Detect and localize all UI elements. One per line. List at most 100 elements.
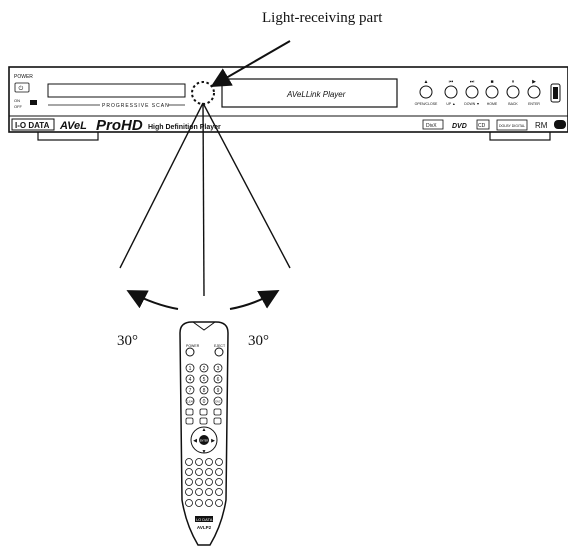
open-close-symbol: ▲: [424, 79, 429, 85]
remote-power-button: [185, 347, 195, 357]
remote-key-5-label: 5: [203, 377, 206, 383]
remote-key-0-label: 0: [203, 399, 206, 405]
remote-transport-key: [205, 458, 213, 466]
light-receiving-part-label: Light-receiving part: [262, 10, 383, 26]
remote-dpad-left-icon: ◀: [193, 438, 197, 444]
remote-key-3: [213, 363, 223, 373]
disc-tray: [47, 83, 186, 98]
remote-key-7: [185, 385, 195, 395]
remote-model-label: AVLP2: [197, 525, 212, 530]
remote-transport-key: [215, 458, 223, 466]
remote-fn-key: [213, 417, 222, 425]
down-button: ⏭ DOWN ▼: [464, 79, 480, 106]
open-close-button: ▲ OPEN/CLOSE: [415, 79, 438, 106]
avel-logo: AVeL: [59, 120, 87, 132]
remote-transport-key: [195, 478, 203, 486]
remote-function-keys: [185, 408, 222, 425]
back-symbol: ⏸: [512, 79, 515, 85]
divx-logo-box: [422, 119, 444, 130]
remote-fn-key: [199, 408, 208, 416]
power-switch-icon: [30, 100, 37, 105]
remote-transport-key: [185, 458, 193, 466]
divx-logo: DivX: [426, 123, 437, 129]
remote-fn-key: [199, 417, 208, 425]
remote-transport-key: [185, 488, 193, 496]
enter-label: ENTER: [528, 102, 540, 106]
home-circle: [485, 85, 499, 99]
remote-dpad-down-icon: ▼: [202, 449, 207, 455]
angle-line-center: [202, 102, 205, 297]
remote-number-pad: 1 2 3 4 5 6 7 8 9 CLEAR 0: [185, 363, 223, 406]
remote-transport-key: [185, 478, 193, 486]
remote-transport-key: [205, 478, 213, 486]
remote-key-0: [199, 396, 209, 406]
remote-transport-key: [215, 468, 223, 476]
remote-transport-key: [215, 499, 223, 507]
cd-logo: CD: [478, 123, 486, 129]
angle-line-right: [202, 102, 291, 269]
remote-brand-badge: [195, 516, 213, 522]
remote-key-5: [199, 374, 209, 384]
remote-key-4: [185, 374, 195, 384]
remote-key-8: [199, 385, 209, 395]
angle-right-label: 30°: [248, 333, 269, 349]
remote-transport-key: [195, 488, 203, 496]
format-logos: DivX DVD CD DOLBY DIGITAL RM: [422, 119, 566, 131]
remote-transport-key: [195, 499, 203, 507]
back-circle: [506, 85, 520, 99]
remote-power-label: POWER: [186, 344, 200, 348]
down-circle: [465, 85, 479, 99]
remote-eject-label: EJECT: [214, 344, 226, 348]
remote-key-clear: [185, 396, 195, 406]
player-control-buttons: ▲ OPEN/CLOSE ⏮ UP ▲ ⏭ DOWN ▼ ■ H: [415, 79, 541, 106]
progressive-scan-label: PROGRESSIVE SCAN: [102, 103, 170, 109]
dolby-logo: DOLBY DIGITAL: [499, 124, 525, 128]
hd-logo-badge: [554, 120, 566, 129]
remote-fn-key: [185, 408, 194, 416]
linkplayer-logo: AVeLLink Player: [286, 90, 346, 99]
remote-dpad: ENTER ▲ ▼ ◀ ▶: [190, 426, 218, 455]
prohd-logo: ProHD: [96, 117, 143, 134]
switch-on-label: ON: [14, 98, 20, 103]
remote-transport-key: [215, 478, 223, 486]
remote-transport-key: [215, 488, 223, 496]
open-close-label: OPEN/CLOSE: [415, 102, 438, 106]
enter-button: ▶ ENTER: [527, 79, 541, 106]
enter-symbol: ▶: [532, 79, 536, 85]
remote-key-enc-label: ENC: [215, 401, 220, 404]
ir-receiver-window: [191, 81, 215, 105]
back-button: ⏸ BACK: [506, 79, 520, 106]
angle-line-left: [119, 102, 204, 269]
remote-key-1: [185, 363, 195, 373]
remote-ir-window: [192, 321, 216, 331]
remote-key-9: [213, 385, 223, 395]
remote-key-7-label: 7: [189, 388, 192, 394]
prohd-tagline: High Definition Player: [148, 124, 221, 131]
remote-transport-key: [185, 468, 193, 476]
back-label: BACK: [508, 102, 518, 106]
up-button: ⏮ UP ▲: [444, 79, 458, 106]
enter-circle: [527, 85, 541, 99]
remote-transport-key: [185, 499, 193, 507]
remote-fn-key: [213, 408, 222, 416]
remote-key-6-label: 6: [217, 377, 220, 383]
dvd-logo: DVD: [452, 123, 467, 130]
brand-badge: [11, 118, 55, 131]
switch-off-label: OFF: [14, 104, 23, 109]
brand-label: I-O DATA: [15, 121, 50, 130]
usb-port-slot: [553, 87, 558, 99]
remote-dpad-right-icon: ▶: [211, 438, 215, 444]
remote-control: POWER EJECT 1 2 3 4 5 6 7 8: [179, 321, 229, 546]
cd-logo-box: [476, 119, 490, 130]
display-panel: [221, 78, 398, 108]
remote-transport-key: [195, 458, 203, 466]
remote-transport-keys: [185, 458, 223, 507]
up-label: UP ▲: [446, 102, 455, 106]
rm-logo: RM: [535, 121, 548, 130]
power-label: POWER: [14, 74, 33, 80]
remote-enter-button: [199, 435, 209, 445]
angle-arc-right: [229, 290, 280, 310]
remote-transport-key: [205, 468, 213, 476]
angle-left-label: 30°: [117, 333, 138, 349]
